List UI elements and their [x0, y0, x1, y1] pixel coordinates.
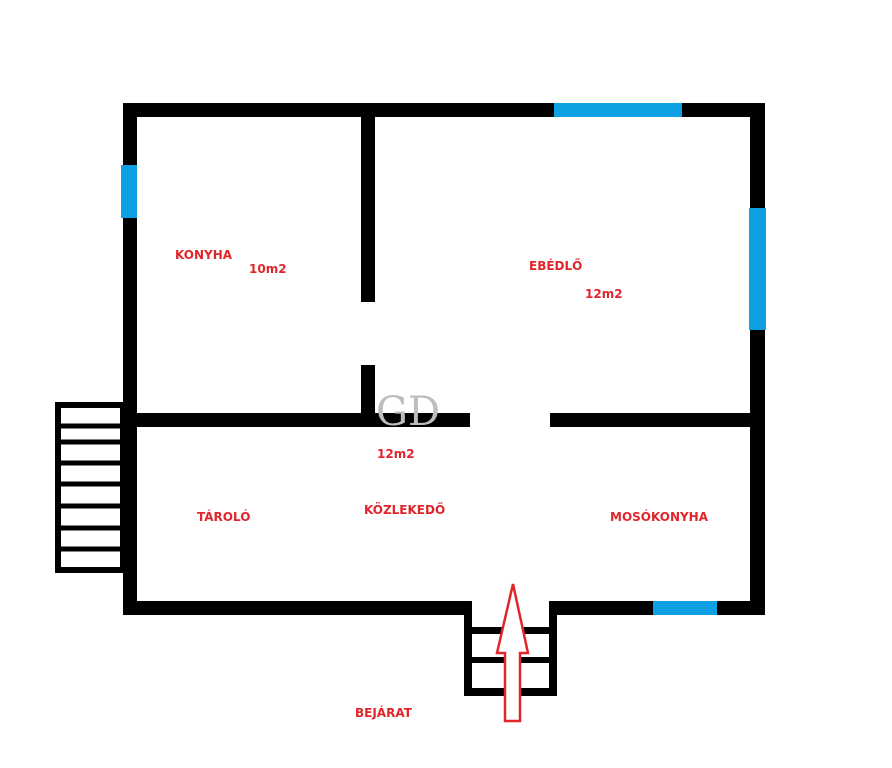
- room-tarolo-name: TÁROLÓ: [197, 509, 250, 524]
- windows: [121, 103, 766, 615]
- window-right: [749, 208, 766, 330]
- inner-walls: [137, 117, 750, 427]
- entrance-arrow: [495, 583, 530, 723]
- room-konyha-name: KONYHA: [175, 248, 233, 262]
- window-bottom: [653, 601, 717, 615]
- window-top: [554, 103, 682, 117]
- room-labels: KONYHA 10m2 EBÉDLŐ 12m2 TÁROLÓ 12m2 KÖZL…: [175, 248, 709, 720]
- room-konyha-area: 10m2: [249, 262, 287, 276]
- room-kozlekedo-area: 12m2: [377, 447, 415, 461]
- room-ebedlo-name: EBÉDLŐ: [529, 258, 582, 273]
- room-kozlekedo-name: KÖZLEKEDŐ: [364, 502, 445, 517]
- room-mosokonyha-name: MOSÓKONYHA: [610, 509, 709, 524]
- window-left: [121, 165, 137, 218]
- entrance-label: BEJÁRAT: [355, 705, 413, 720]
- room-ebedlo-area: 12m2: [585, 287, 623, 301]
- watermark: GD: [376, 389, 440, 435]
- side-stairs: [55, 402, 126, 573]
- outer-walls: [123, 103, 765, 615]
